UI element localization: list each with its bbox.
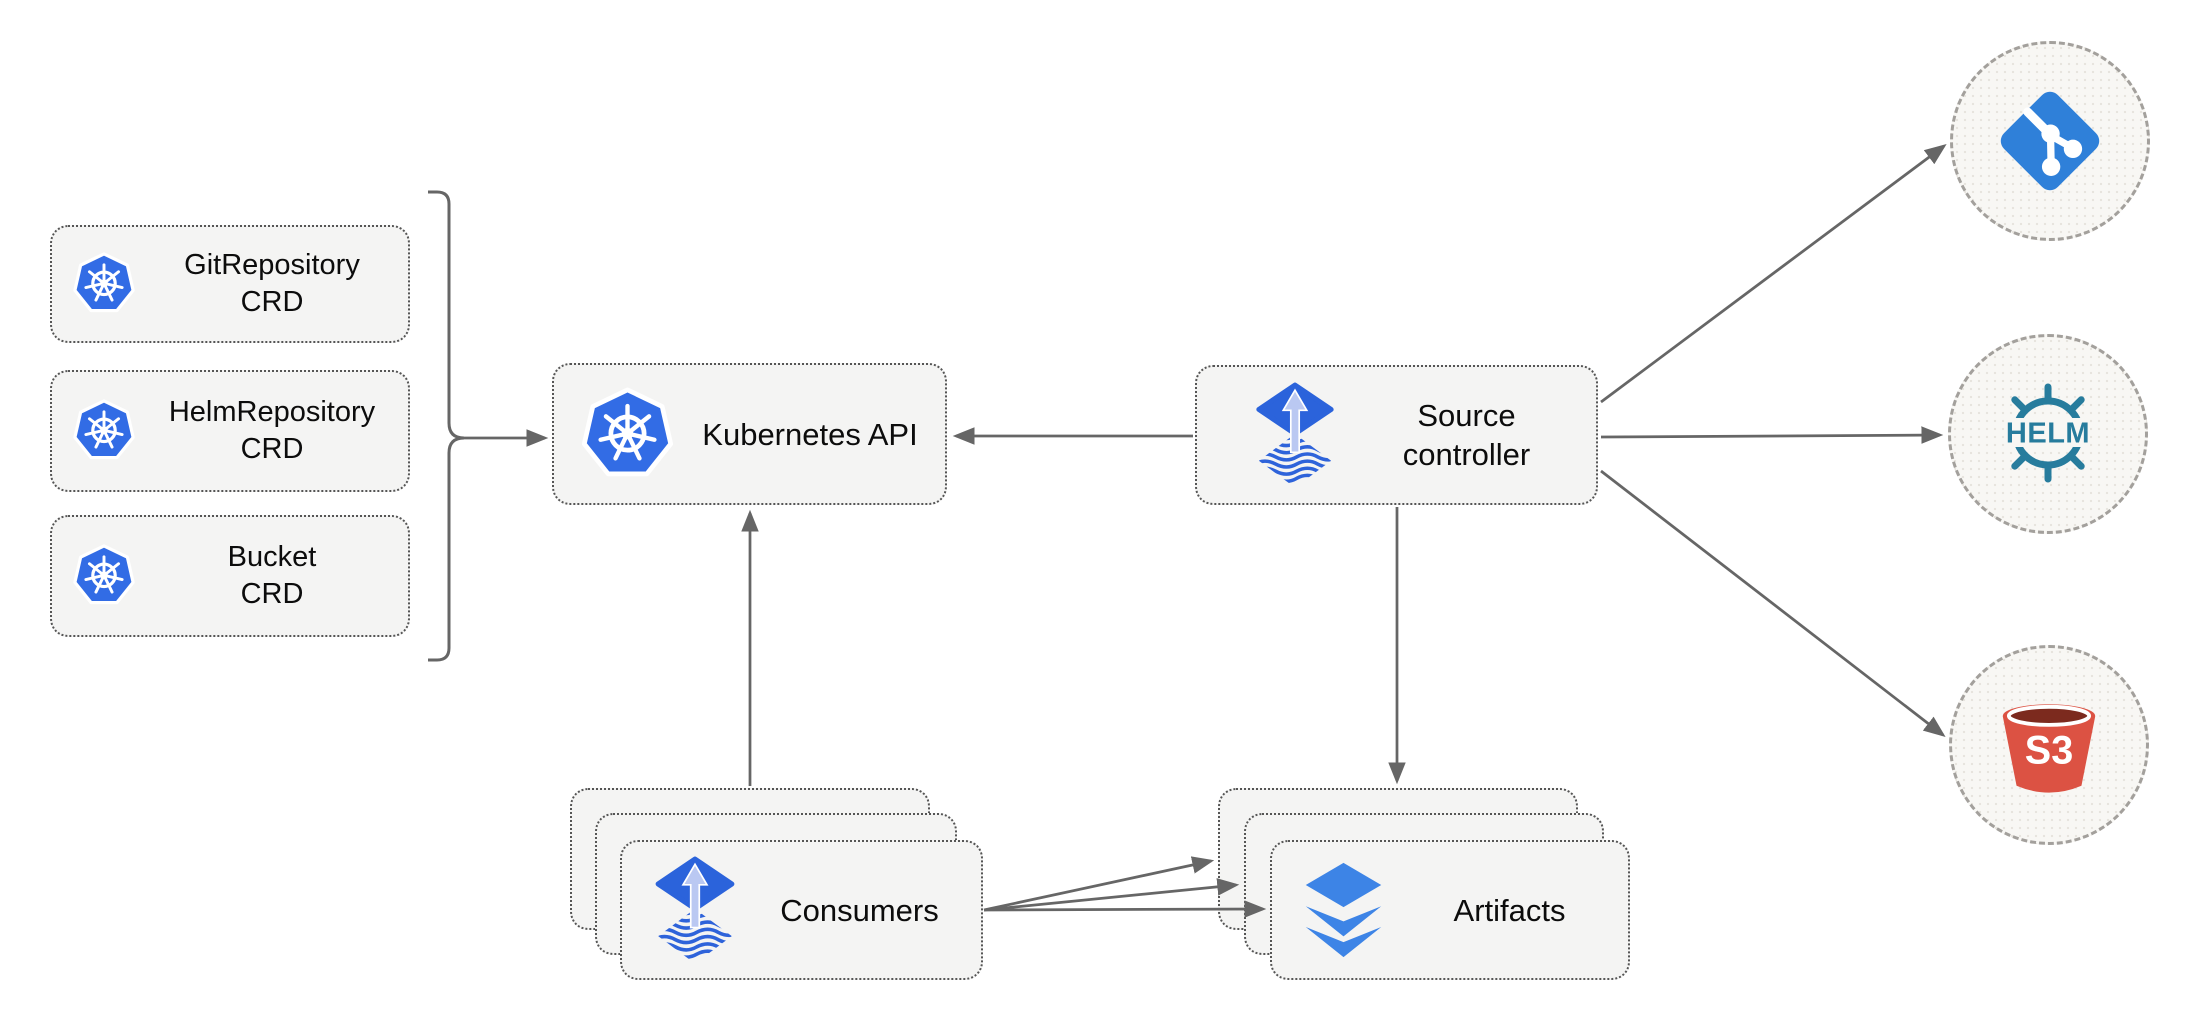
node-label: Source controller bbox=[1402, 398, 1531, 472]
edge-consumers-to-artifacts-2 bbox=[983, 878, 1240, 912]
diagram-node-git bbox=[1950, 41, 2150, 241]
flux-icon bbox=[1253, 380, 1337, 491]
s3-label: S3 bbox=[2025, 729, 2073, 773]
node-label: Consumers bbox=[780, 892, 939, 928]
helm-icon: HELM bbox=[2006, 383, 2090, 483]
flux-icon bbox=[652, 854, 738, 967]
node-label: Artifacts bbox=[1453, 892, 1566, 928]
node-label: HelmRepository CRD bbox=[168, 396, 376, 465]
kubernetes-icon bbox=[73, 544, 135, 605]
s3-bucket-icon: S3 bbox=[2002, 704, 2096, 793]
git-icon bbox=[2000, 91, 2100, 191]
kubernetes-icon bbox=[580, 387, 675, 482]
diagram-node-helmrepository-crd: HelmRepository CRD bbox=[50, 370, 410, 492]
helm-label: HELM bbox=[2006, 418, 2090, 450]
node-label: GitRepository CRD bbox=[184, 249, 360, 318]
crd-group-bracket bbox=[428, 190, 465, 662]
edge-source-to-helm bbox=[1600, 426, 1944, 444]
edge-consumers-to-artifacts-1 bbox=[983, 856, 1215, 912]
diagram-node-gitrepository-crd: GitRepository CRD bbox=[50, 225, 410, 343]
kubernetes-icon bbox=[73, 399, 135, 460]
diagram-node-s3: S3 bbox=[1949, 645, 2149, 845]
diagram-node-helm: HELM bbox=[1948, 334, 2148, 534]
node-label: Kubernetes API bbox=[702, 416, 918, 452]
layers-icon bbox=[1305, 862, 1382, 958]
diagram-node-source-controller: Source controller bbox=[1195, 365, 1598, 505]
edge-source-to-s3 bbox=[1600, 469, 1946, 738]
node-label: Bucket CRD bbox=[227, 541, 317, 610]
diagram-node-consumers: Consumers bbox=[620, 840, 983, 980]
edge-source-to-git bbox=[1600, 144, 1947, 404]
diagram-node-kubernetes-api: Kubernetes API bbox=[552, 363, 947, 505]
diagram-node-artifacts: Artifacts bbox=[1270, 840, 1630, 980]
kubernetes-icon bbox=[73, 252, 135, 313]
diagram-node-bucket-crd: Bucket CRD bbox=[50, 515, 410, 637]
